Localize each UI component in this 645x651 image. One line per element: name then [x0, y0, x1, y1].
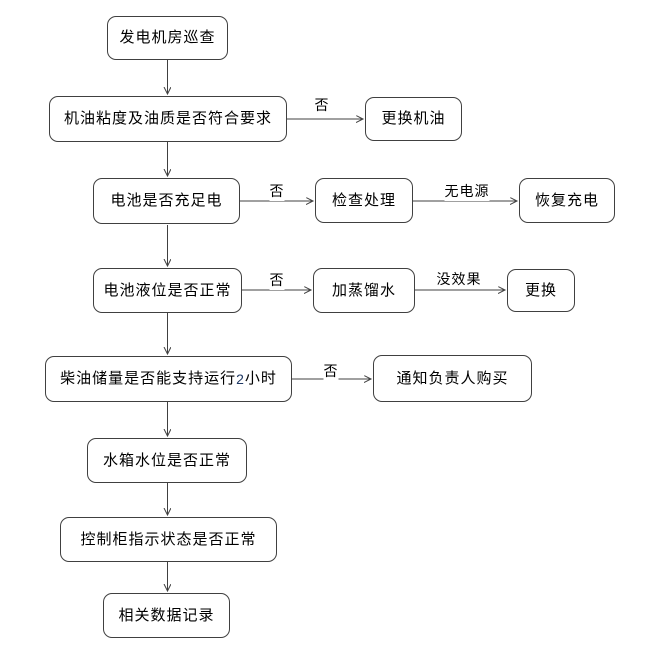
- node-control-cabinet-status-check: 控制柜指示状态是否正常: [60, 517, 277, 562]
- node-label-prefix: 柴油储量是否能支持运行: [60, 370, 237, 387]
- node-label: 检查处理: [331, 191, 396, 209]
- node-water-tank-level-check: 水箱水位是否正常: [87, 438, 247, 483]
- node-oil-viscosity-check: 机油粘度及油质是否符合要求: [49, 96, 287, 142]
- node-label: 相关数据记录: [118, 606, 215, 624]
- edge-label-battery-no: 否: [269, 181, 285, 201]
- node-label: 电池是否充足电: [110, 192, 223, 209]
- node-add-distilled-water: 加蒸馏水: [313, 268, 415, 313]
- node-battery-charge-check: 电池是否充足电: [93, 178, 240, 224]
- node-label: 更换机油: [381, 110, 446, 127]
- edge-label-oil-no: 否: [314, 95, 330, 115]
- node-notify-purchase: 通知负责人购买: [373, 355, 532, 402]
- node-data-record: 相关数据记录: [103, 593, 230, 638]
- edge-label-no-effect: 没效果: [436, 269, 482, 289]
- node-label: 控制柜指示状态是否正常: [80, 530, 257, 548]
- node-label: 恢复充电: [534, 191, 599, 209]
- node-label: 电池液位是否正常: [103, 281, 232, 299]
- node-label: 发电机房巡查: [119, 29, 216, 46]
- node-restore-charging: 恢复充电: [519, 178, 615, 223]
- node-inspect-handle: 检查处理: [315, 178, 413, 223]
- node-label-suffix: 小时: [244, 370, 277, 387]
- node-diesel-reserve-check: 柴油储量是否能支持运行 2 小时: [45, 356, 292, 402]
- node-label: 更换: [524, 281, 557, 299]
- node-replace-oil: 更换机油: [365, 97, 462, 141]
- node-battery-fluid-level-check: 电池液位是否正常: [93, 268, 242, 313]
- edge-label-no-power: 无电源: [444, 181, 490, 201]
- node-label: 水箱水位是否正常: [102, 451, 231, 469]
- edge-label-diesel-no: 否: [323, 361, 339, 381]
- node-label-number: 2: [236, 370, 245, 387]
- edge-label-level-no: 否: [269, 270, 285, 290]
- node-replace-battery: 更换: [507, 269, 575, 312]
- node-label: 通知负责人购买: [396, 369, 509, 387]
- node-generator-room-inspection: 发电机房巡查: [107, 16, 228, 60]
- node-label: 加蒸馏水: [331, 281, 396, 299]
- node-label: 机油粘度及油质是否符合要求: [63, 110, 272, 127]
